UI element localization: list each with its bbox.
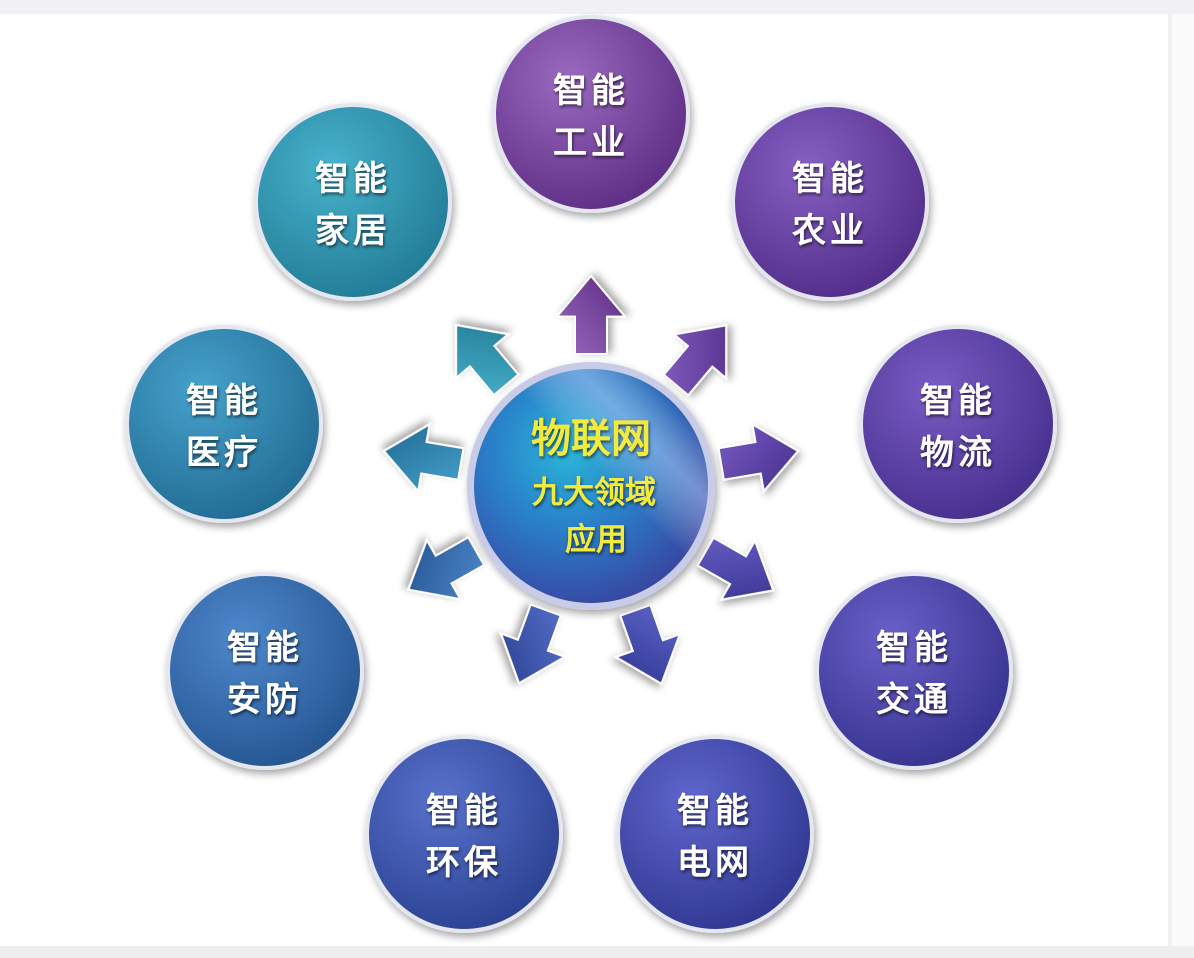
center-hub: 物联网 九大领域 应用: [467, 362, 715, 610]
node-label-line1: 智能: [876, 628, 952, 668]
arrow-shape: [717, 422, 800, 494]
node-circle: [620, 739, 810, 929]
node-circle: [369, 739, 559, 929]
arrow-shape: [613, 603, 682, 686]
node-circle: [170, 576, 360, 766]
node-label-line2: 工业: [553, 123, 629, 163]
node-circle: [735, 107, 925, 297]
arrow: [662, 324, 728, 397]
center-subtitle-2: 应用: [565, 522, 627, 558]
arrows-group: [382, 274, 800, 686]
node-label-line2: 家居: [315, 211, 391, 251]
arrow: [455, 323, 520, 397]
arrow-shape: [662, 324, 728, 397]
node-label-line1: 智能: [792, 159, 868, 199]
right-margin: [1172, 14, 1194, 946]
arrow: [717, 422, 800, 494]
arrow: [382, 422, 465, 494]
bottom-margin: [0, 946, 1194, 958]
node-label-line1: 智能: [426, 791, 502, 831]
node-label-line1: 智能: [553, 71, 629, 111]
node-circle: [819, 576, 1009, 766]
arrow: [554, 274, 628, 355]
arrow: [696, 536, 775, 602]
arrow: [613, 603, 682, 686]
node-label-line2: 电网: [677, 843, 753, 883]
node-label-line1: 智能: [186, 381, 262, 421]
arrow-shape: [407, 535, 486, 601]
node-label-line2: 医疗: [186, 433, 262, 473]
center-subtitle: 九大领域: [532, 475, 656, 511]
node-circle: [863, 329, 1053, 519]
arrow-shape: [499, 603, 568, 685]
node-label-line2: 交通: [876, 680, 952, 720]
arrow-shape: [554, 274, 628, 355]
node-label-line2: 环保: [426, 843, 502, 883]
arrow: [499, 603, 568, 685]
node-label-line2: 农业: [792, 211, 868, 251]
node-label-line1: 智能: [315, 159, 391, 199]
arrow-shape: [455, 323, 520, 397]
node-label-line2: 安防: [227, 680, 303, 720]
node-label-line1: 智能: [920, 381, 996, 421]
node-label-line1: 智能: [227, 628, 303, 668]
node-label-line2: 物流: [920, 433, 996, 473]
arrow-shape: [696, 536, 775, 602]
center-circle-sheen: [474, 369, 708, 603]
center-title: 物联网: [531, 415, 651, 462]
node-circle: [496, 19, 686, 209]
node-circle: [258, 107, 448, 297]
node-circle: [129, 329, 319, 519]
arrow: [407, 535, 486, 601]
node-label-line1: 智能: [677, 791, 753, 831]
arrow-shape: [382, 422, 465, 494]
